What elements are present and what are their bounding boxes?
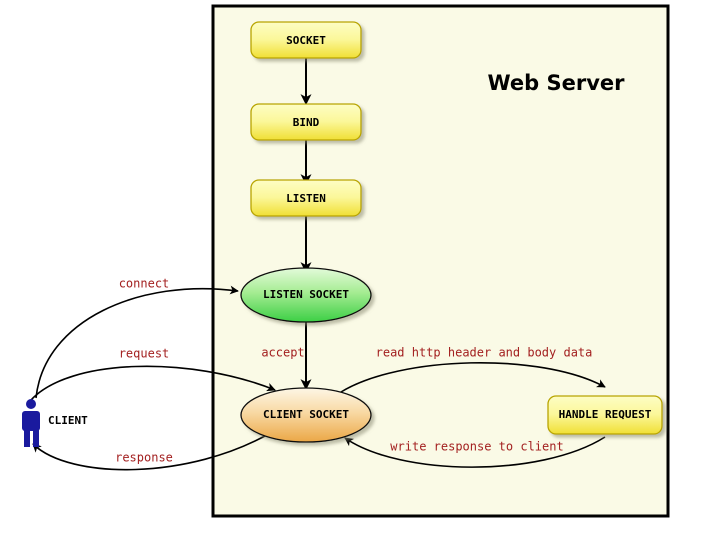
node-listen[interactable]: LISTEN <box>250 179 362 217</box>
node-socket-label: SOCKET <box>286 34 326 47</box>
node-listen-socket-shape <box>240 267 372 323</box>
node-handle-request[interactable]: HANDLE REQUEST <box>547 395 663 435</box>
edge-label-connect: connect <box>119 277 170 291</box>
avatar[interactable] <box>22 399 40 447</box>
node-client-socket[interactable]: CLIENT SOCKET <box>240 387 372 443</box>
node-handle-request-label: HANDLE REQUEST <box>559 408 652 421</box>
edge-request <box>30 365 276 401</box>
person-icon-head <box>26 399 36 409</box>
edge-read-request <box>340 361 606 393</box>
edge-label-read-request: read http header and body data <box>376 346 593 360</box>
person-icon-leg-left <box>24 429 30 447</box>
page-title: Web Server <box>487 71 625 95</box>
node-bind-shape <box>250 103 362 141</box>
node-client-socket-label: CLIENT SOCKET <box>263 408 349 421</box>
node-handle-request-shape <box>547 395 663 435</box>
actor-label-client: CLIENT <box>48 414 88 427</box>
edge-response <box>32 431 273 471</box>
edge-label-response: response <box>115 451 173 465</box>
node-listen-socket-label: LISTEN SOCKET <box>263 288 349 301</box>
node-listen-shape <box>250 179 362 217</box>
edge-label-request: request <box>119 347 170 361</box>
node-socket[interactable]: SOCKET <box>250 21 362 59</box>
person-icon-body <box>22 411 40 431</box>
node-listen-label: LISTEN <box>286 192 326 205</box>
node-bind[interactable]: BIND <box>250 103 362 141</box>
edge-label-write-response: write response to client <box>390 440 563 454</box>
node-client-socket-shape <box>240 387 372 443</box>
node-listen-socket[interactable]: LISTEN SOCKET <box>240 267 372 323</box>
node-bind-label: BIND <box>293 116 320 129</box>
edge-label-accept: accept <box>261 346 304 360</box>
edge-connect <box>35 285 239 399</box>
node-socket-shape <box>250 21 362 59</box>
edge-write-response <box>344 436 606 468</box>
person-icon-leg-right <box>33 429 39 447</box>
